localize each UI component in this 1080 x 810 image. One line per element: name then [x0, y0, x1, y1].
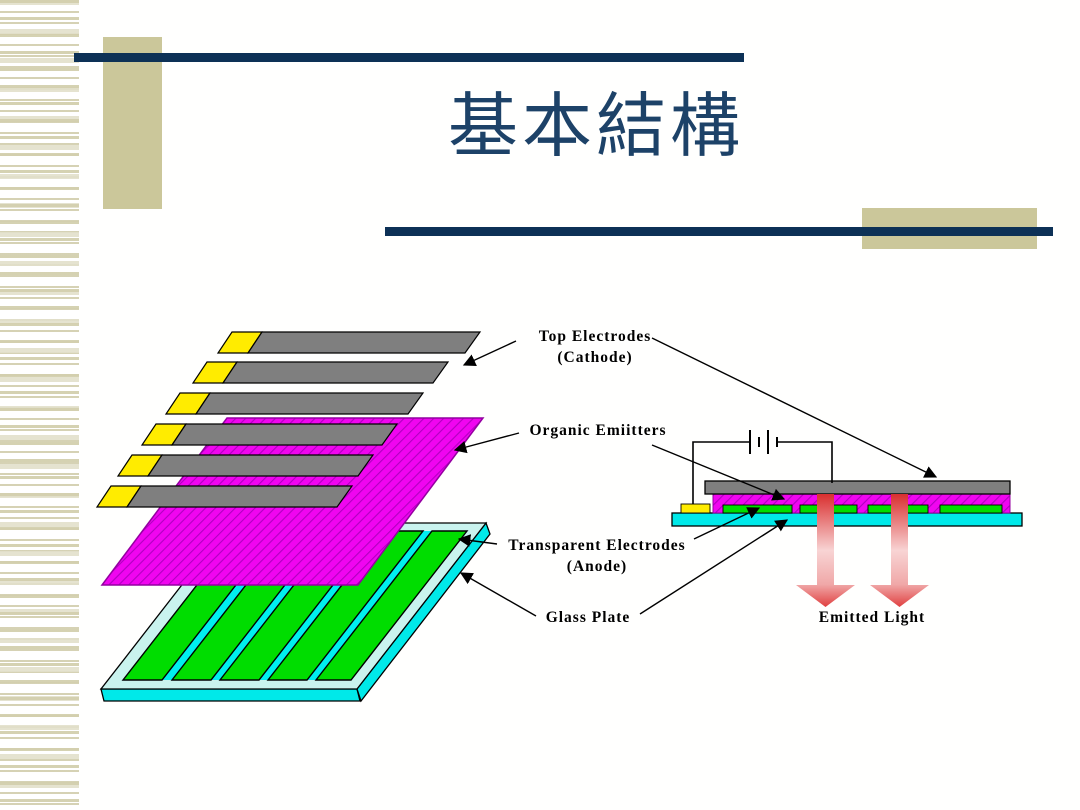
- cathode-bar: [246, 331, 482, 354]
- device-cross-section: [671, 430, 1023, 607]
- page-title: 基本結構: [448, 89, 744, 166]
- label-line: Glass Plate: [545, 609, 631, 626]
- label-emitted-light: Emitted Light: [802, 607, 942, 628]
- leader-transparent-right: [693, 507, 761, 540]
- cathode-strips: [95, 331, 482, 508]
- cathode-bar: [146, 454, 375, 477]
- emitted-light-arrow: [796, 494, 855, 607]
- left-stripe-decoration: [0, 0, 79, 810]
- leader-glass-right: [639, 519, 789, 615]
- battery-icon: [749, 430, 778, 454]
- wire-left: [692, 441, 750, 504]
- title-rule-top: [74, 53, 744, 62]
- khaki-accent-rect-top-left: [103, 37, 162, 209]
- leader-top-electrodes-left: [462, 340, 517, 366]
- cathode-strip: [191, 361, 450, 384]
- anode-stripe: [314, 530, 469, 681]
- anode-segment: [939, 504, 1003, 514]
- leader-top-electrodes-right: [651, 337, 938, 478]
- gap-stripe: [307, 531, 432, 680]
- cathode-bar: [194, 392, 425, 415]
- label-line: Transparent Electrodes: [508, 537, 686, 554]
- cathode-bar: [221, 361, 450, 384]
- emitted-light-arrow: [870, 494, 929, 607]
- contact-pad-cross: [680, 503, 711, 514]
- cathode-bar: [170, 423, 399, 446]
- emitted-light-arrows: [796, 494, 929, 607]
- cathode-strip: [216, 331, 482, 354]
- label-line: Emitted Light: [818, 609, 926, 626]
- cathode-bar: [125, 485, 354, 508]
- glass-plate-front-face: [100, 688, 361, 702]
- label-line: (Cathode): [557, 349, 633, 366]
- label-organic-emitters: Organic Emiitters: [513, 420, 683, 441]
- label-line: (Anode): [566, 558, 628, 575]
- leader-organic-right: [651, 444, 786, 501]
- label-glass-plate: Glass Plate: [528, 607, 648, 628]
- wire-right: [777, 441, 833, 483]
- label-line: Organic Emiitters: [529, 422, 667, 439]
- cathode-strip: [164, 392, 425, 415]
- leader-glass-left: [459, 572, 537, 617]
- label-top-electrodes: Top Electrodes (Cathode): [515, 326, 675, 368]
- leader-transparent-left: [457, 534, 498, 547]
- drive-circuit: [692, 430, 833, 504]
- cathode-strip: [116, 454, 375, 477]
- title-rule-bottom: [385, 227, 1053, 236]
- cathode-layer: [704, 480, 1011, 495]
- cathode-strip: [140, 423, 399, 446]
- label-transparent-electrodes: Transparent Electrodes (Anode): [492, 535, 702, 577]
- callout-lines: [453, 337, 938, 617]
- label-line: Top Electrodes: [538, 328, 652, 345]
- cathode-strip: [95, 485, 354, 508]
- leader-organic-left: [453, 432, 520, 454]
